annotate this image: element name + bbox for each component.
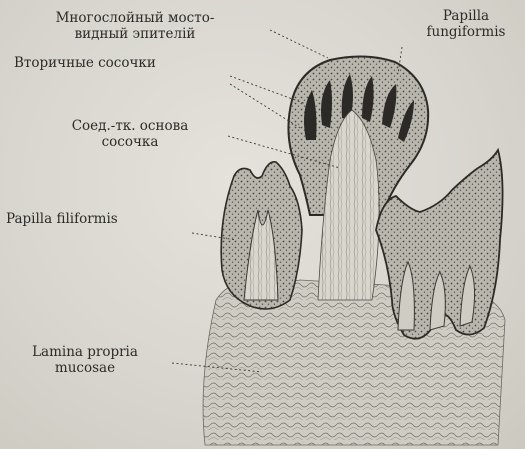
label-lamina-propria-line1: Lamina propria [10, 344, 160, 360]
label-connective-core-line2: сосочка [40, 134, 220, 150]
label-epithelium: Многослойный мосто- видный эпителій [22, 10, 248, 42]
label-connective-core-line1: Соед.-тк. основа [40, 118, 220, 134]
label-epithelium-line1: Многослойный мосто- [22, 10, 248, 26]
label-papilla-filiformis: Papilla filiformis [6, 211, 118, 227]
label-connective-core: Соед.-тк. основа сосочка [40, 118, 220, 150]
label-papilla-fungiformis-line1: Papilla [414, 8, 518, 24]
label-papilla-fungiformis: Papilla fungiformis [414, 8, 518, 40]
label-secondary-papillae: Вторичные сосочки [14, 55, 156, 71]
label-lamina-propria: Lamina propria mucosae [10, 344, 160, 376]
label-papilla-fungiformis-line2: fungiformis [414, 24, 518, 40]
label-lamina-propria-line2: mucosae [10, 360, 160, 376]
label-epithelium-line2: видный эпителій [22, 26, 248, 42]
